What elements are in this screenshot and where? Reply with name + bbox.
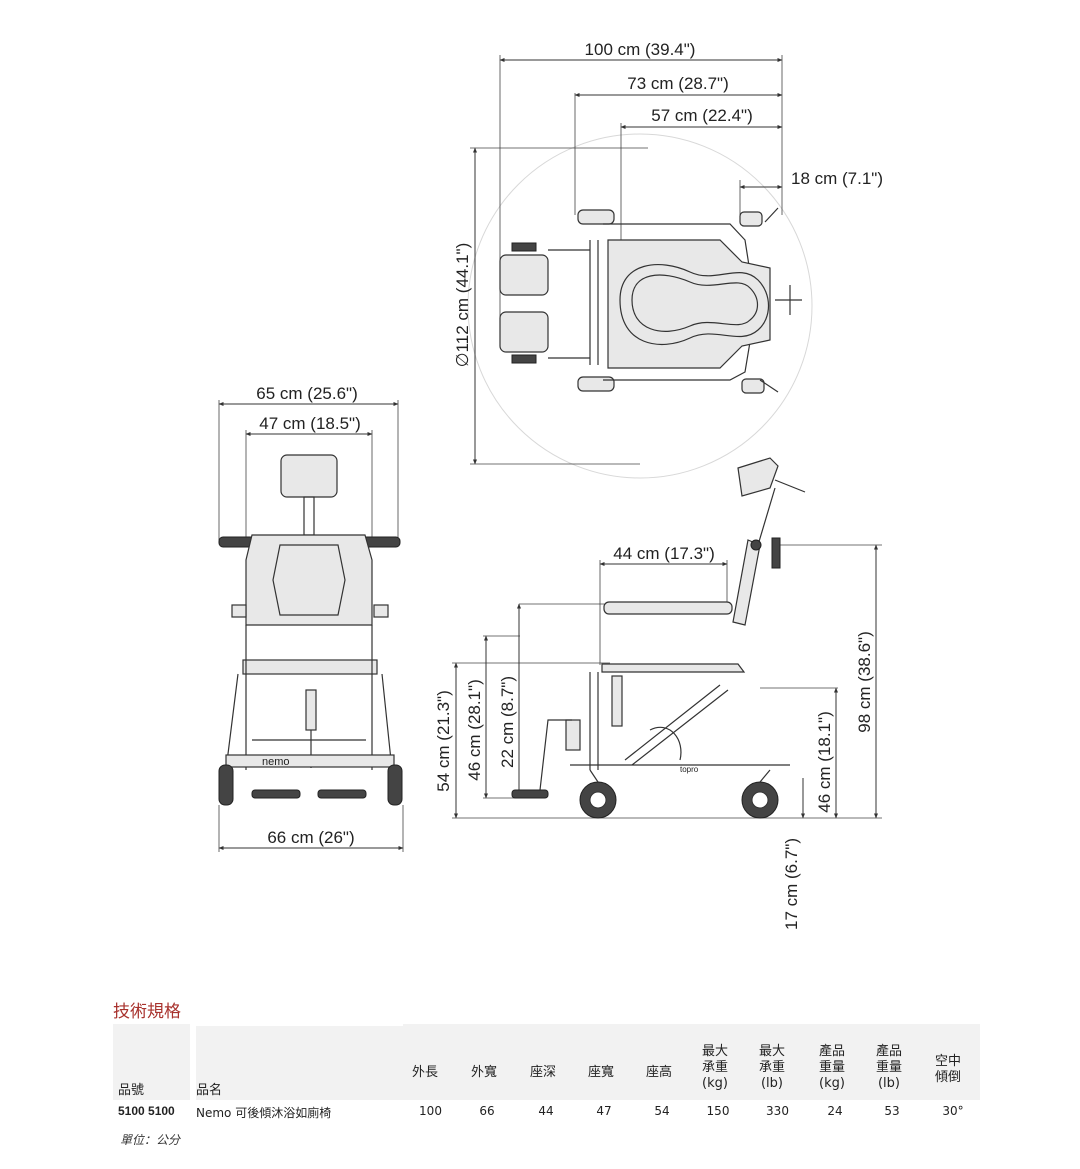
- cell-tilt: 30°: [942, 1104, 964, 1118]
- dim-label-66: 66 cm (26"): [267, 828, 354, 847]
- cell-weight-kg: 24: [827, 1104, 843, 1118]
- col-header-weight-kg-1: 產品: [818, 1044, 845, 1059]
- col-header-tilt-1: 空中: [934, 1054, 961, 1069]
- dim-label-46b: 46 cm (18.1"): [815, 711, 834, 812]
- dim-label-47: 47 cm (18.5"): [259, 414, 360, 433]
- cell-seat-depth: 44: [538, 1104, 554, 1118]
- dim-label-46a: 46 cm (28.1"): [465, 679, 484, 780]
- unit-note: 單位：公分: [120, 1133, 181, 1147]
- col-header-weight-lb-2: 重量: [875, 1060, 902, 1075]
- dim-label-112: ∅112 cm (44.1"): [453, 243, 472, 367]
- dim-label-100: 100 cm (39.4"): [585, 40, 696, 59]
- col-header-seat-width: 座寬: [587, 1065, 614, 1080]
- dim-label-18: 18 cm (7.1"): [791, 169, 883, 188]
- header-band: [113, 1024, 980, 1100]
- dim-label-22: 22 cm (8.7"): [498, 676, 517, 768]
- col-header-weight-kg-3: (kg): [819, 1076, 845, 1091]
- cell-weight-lb: 53: [884, 1104, 900, 1118]
- col-header-weight-kg-2: 重量: [818, 1060, 845, 1075]
- spec-title: 技術規格: [113, 1002, 181, 1022]
- cell-name: Nemo 可後傾沐浴如廁椅: [196, 1106, 332, 1120]
- front-chair: nemo: [218, 454, 403, 806]
- cell-seat-width: 47: [596, 1104, 612, 1118]
- cell-length: 100: [419, 1104, 442, 1118]
- col-header-maxload-kg-2: 承重: [701, 1060, 728, 1075]
- col-header-seat-height: 座高: [645, 1065, 672, 1080]
- cell-maxload-lb: 330: [766, 1104, 789, 1118]
- dim-label-98: 98 cm (38.6"): [855, 631, 874, 732]
- col-header-tilt-2: 傾倒: [934, 1070, 961, 1085]
- dimension-drawing: 100 cm (39.4") 73 cm (28.7") 57 cm (22.4…: [218, 40, 883, 930]
- col-header-maxload-lb-2: 承重: [758, 1060, 785, 1075]
- col-header-seat-depth: 座深: [529, 1065, 556, 1080]
- cell-seat-height: 54: [654, 1104, 670, 1118]
- col-header-weight-lb-1: 產品: [875, 1044, 902, 1059]
- col-header-maxload-kg-1: 最大: [701, 1044, 728, 1059]
- dim-label-17: 17 cm (6.7"): [782, 838, 801, 930]
- col-header-code: 品號: [118, 1083, 145, 1098]
- dim-label-44: 44 cm (17.3"): [613, 544, 714, 563]
- brand-label-front: nemo: [262, 756, 290, 768]
- top-view: 100 cm (39.4") 73 cm (28.7") 57 cm (22.4…: [453, 40, 883, 479]
- top-chair: [499, 207, 802, 394]
- side-chair: topro: [511, 457, 806, 819]
- brand-label-side: topro: [680, 765, 699, 774]
- col-header-width: 外寬: [470, 1065, 497, 1080]
- cell-code: 5100 5100: [118, 1104, 175, 1118]
- side-view: 44 cm (17.3") 54 cm (21.3") 46 cm (28.1"…: [434, 457, 882, 930]
- col-header-maxload-lb-1: 最大: [758, 1044, 785, 1059]
- cell-width: 66: [479, 1104, 495, 1118]
- dim-label-65: 65 cm (25.6"): [256, 384, 357, 403]
- front-view: 65 cm (25.6") 47 cm (18.5") 66 cm (26") …: [218, 384, 404, 852]
- cell-maxload-kg: 150: [706, 1104, 730, 1118]
- col-header-length: 外長: [411, 1065, 438, 1080]
- col-header-maxload-kg-3: (kg): [702, 1076, 728, 1091]
- turning-circle: [467, 133, 813, 479]
- dim-label-57: 57 cm (22.4"): [651, 106, 752, 125]
- dim-label-73: 73 cm (28.7"): [627, 74, 728, 93]
- col-header-maxload-lb-3: (lb): [760, 1076, 783, 1091]
- col-header-weight-lb-3: (lb): [877, 1076, 900, 1091]
- dim-label-54: 54 cm (21.3"): [434, 690, 453, 791]
- col-header-name: 品名: [196, 1083, 223, 1098]
